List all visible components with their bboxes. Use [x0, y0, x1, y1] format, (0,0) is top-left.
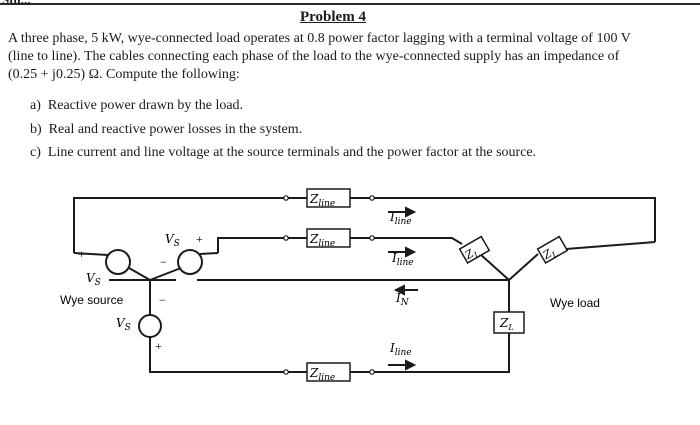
plus-sign-left-source: + [78, 247, 85, 261]
terminal-dot [283, 369, 289, 375]
source-label: Wye source [60, 293, 124, 307]
source-right [177, 249, 203, 275]
load-impedance-right [536, 235, 569, 264]
question-c: c) Line current and line voltage at the … [30, 145, 536, 161]
arrow-middle-head [405, 246, 417, 258]
question-c-marker: c) [30, 145, 41, 160]
arrow-bottom-head [405, 359, 417, 371]
plus-sign-right-source: + [196, 232, 203, 246]
label-iline-middle: Iline [391, 251, 414, 268]
terminal-dot [369, 195, 375, 201]
label-zline-bottom: Zline [309, 366, 335, 383]
wire-load-diag-right [508, 241, 656, 281]
wire-load-diag-left [479, 253, 510, 281]
label-in: IN [395, 291, 410, 308]
wire-top [73, 197, 656, 253]
problem-statement: A three phase, 5 kW, wye-connected load … [8, 30, 668, 84]
question-c-text: Line current and line voltage at the sou… [47, 145, 537, 160]
statement-line-1: A three phase, 5 kW, wye-connected load … [8, 31, 631, 46]
question-b: b) Real and reactive power losses in the… [30, 122, 302, 138]
wire-middle [217, 237, 463, 253]
line-impedance-bottom [306, 362, 351, 382]
question-a-marker: a) [30, 98, 41, 113]
arrow-top-head [405, 206, 417, 218]
label-zl-vertical: ZL [499, 316, 514, 332]
source-left [105, 249, 131, 275]
terminal-dot [369, 369, 375, 375]
label-vs-right: VS [165, 232, 180, 249]
line-impedance-middle [306, 228, 351, 248]
problem-title: Problem 4 [300, 9, 366, 25]
source-bottom [138, 314, 162, 338]
question-a: a) Reactive power drawn by the load. [30, 98, 243, 114]
wire-neutral [149, 280, 510, 373]
label-vs-left: VS [86, 271, 101, 288]
line-impedance-top [306, 188, 351, 208]
label-vs-bottom: VS [116, 316, 131, 333]
question-b-text: Real and reactive power losses in the sy… [48, 122, 303, 137]
question-a-text: Reactive power drawn by the load. [47, 98, 244, 113]
arrow-neutral-head [393, 284, 405, 296]
top-rule [0, 3, 700, 5]
label-iline-top: Iline [389, 210, 412, 227]
header-fragment: Stu... [2, 0, 31, 8]
line-impedance-boxes [306, 188, 351, 382]
label-zline-top: Zline [309, 192, 335, 209]
minus-sign-bottom-source: − [159, 293, 166, 307]
load-label: Wye load [550, 296, 600, 310]
label-zline-middle: Zline [309, 232, 335, 249]
plus-sign-bottom-source: + [155, 339, 162, 353]
load-impedance-vertical [493, 311, 525, 334]
terminal-dot [283, 195, 289, 201]
terminal-dot [283, 235, 289, 241]
statement-line-3: (0.25 + j0.25) Ω. Compute the following: [8, 67, 240, 82]
label-iline-bottom: Iline [389, 341, 412, 358]
terminal-dot [369, 235, 375, 241]
statement-line-2: (line to line). The cables connecting ea… [8, 49, 620, 64]
minus-sign-right-source: − [160, 255, 167, 269]
load-impedance-left [458, 235, 491, 264]
question-b-marker: b) [30, 122, 42, 137]
